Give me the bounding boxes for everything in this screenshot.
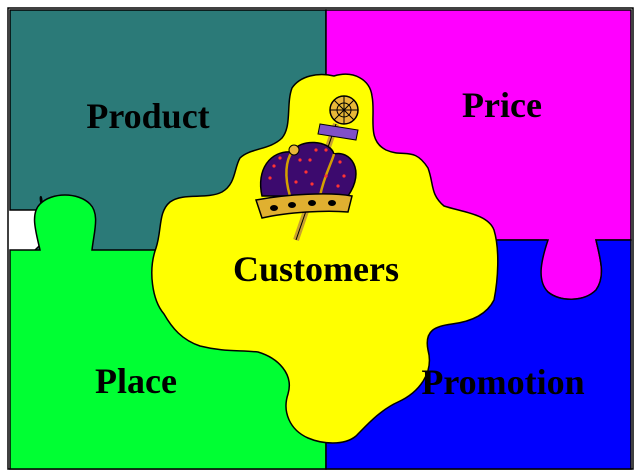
label-product: Product: [86, 96, 209, 136]
label-place: Place: [95, 361, 177, 401]
label-price: Price: [462, 85, 542, 125]
label-customers: Customers: [233, 249, 399, 289]
crown-and-scepter-icon: [255, 95, 359, 241]
label-promotion: Promotion: [421, 362, 584, 402]
puzzle-piece-customers: [151, 73, 499, 444]
